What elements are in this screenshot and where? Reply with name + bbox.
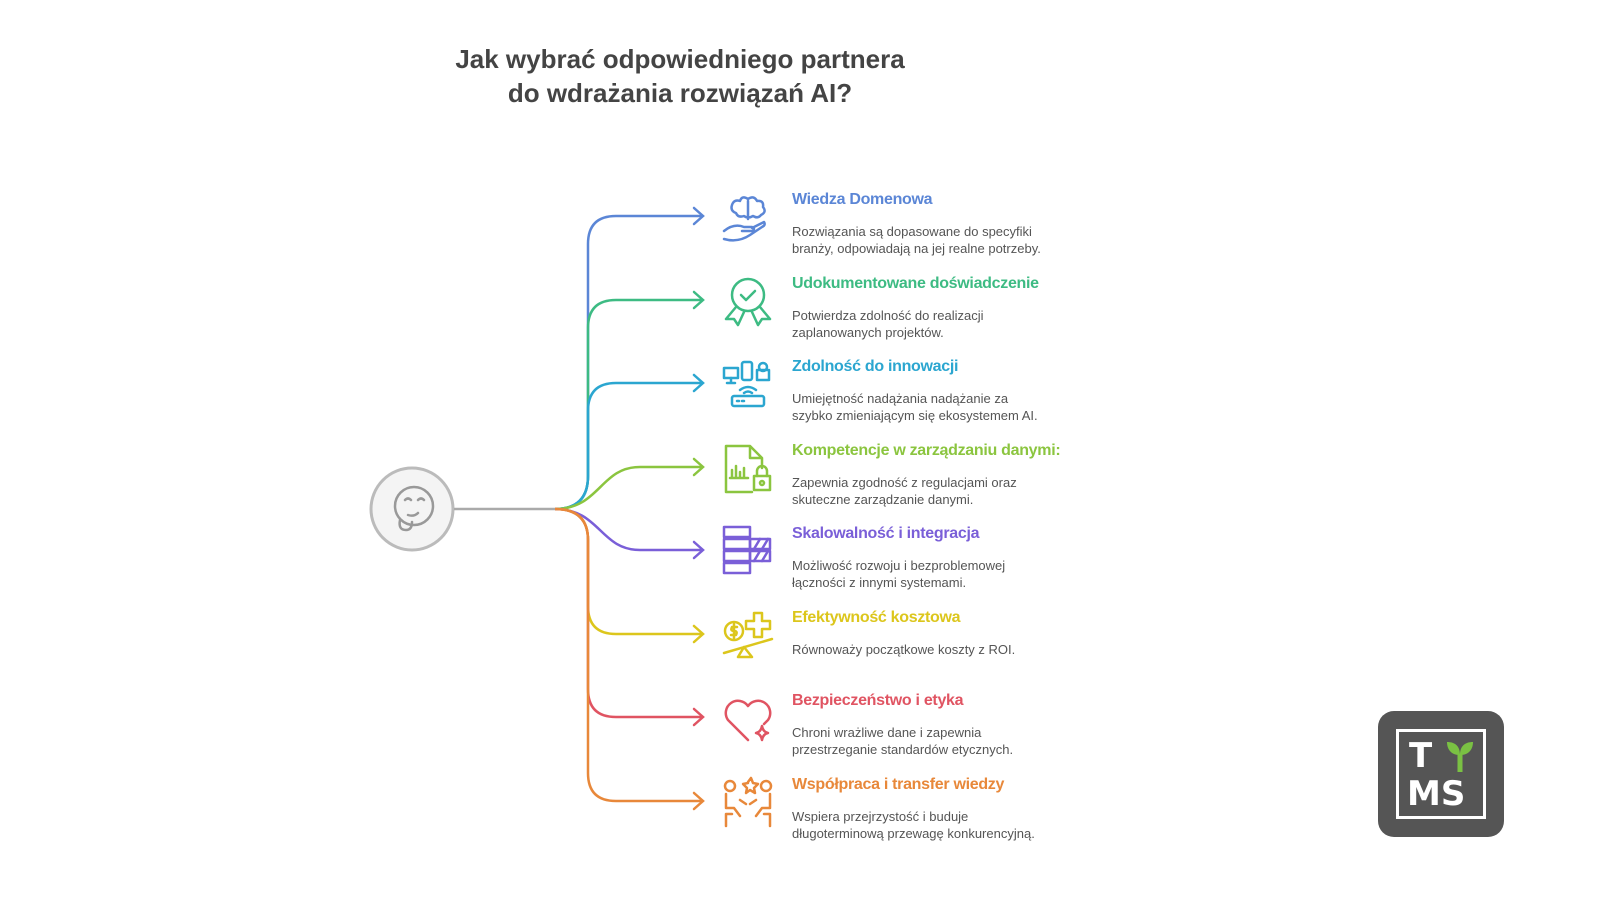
item-description: Rozwiązania są dopasowane do specyfiki br… [792, 223, 1082, 257]
stacked-blocks-icon [722, 525, 772, 575]
item-description-line: szybko zmieniającym się ekosystemem AI. [792, 408, 1038, 423]
item-title: Bezpieczeństwo i etyka [792, 692, 964, 709]
item-title: Efektywność kosztowa [792, 609, 961, 626]
title-line-1: Jak wybrać odpowiedniego partnera [455, 44, 905, 74]
item-description-line: Równoważy początkowe koszty z ROI. [792, 642, 1016, 657]
item-description-line: Chroni wrażliwe dane i zapewnia [792, 725, 982, 740]
branch-line [554, 507, 702, 803]
thinking-face-icon [393, 485, 435, 532]
center-node [369, 466, 455, 552]
item-description: Wspiera przejrzystość i buduje długotermi… [792, 808, 1082, 842]
branch-line [554, 381, 702, 511]
heart-sparkle-icon [724, 699, 772, 742]
logo-letter-t: T [1409, 736, 1433, 776]
item-description-line: Umiejętność nadążania nadążanie za [792, 391, 1009, 406]
item-description: Możliwość rozwoju i bezproblemowej łączno… [792, 557, 1082, 591]
item-title: Wiedza Domenowa [792, 191, 933, 208]
arrowhead [692, 373, 705, 393]
item-title: Współpraca i transfer wiedzy [792, 776, 1005, 793]
item-description-line: Zapewnia zgodność z regulacjami oraz [792, 475, 1017, 490]
arrowhead [692, 457, 705, 477]
branch-line [554, 465, 702, 511]
item-description-line: zaplanowanych projektów. [792, 325, 944, 340]
item-description: Równoważy początkowe koszty z ROI. [792, 641, 1082, 658]
arrowhead [692, 206, 705, 226]
item-description-line: branży, odpowiadają na jej realne potrze… [792, 241, 1041, 256]
branch-line [554, 507, 702, 719]
item-description: Zapewnia zgodność z regulacjami oraz skut… [792, 474, 1082, 508]
award-badge-icon [724, 277, 772, 327]
sprout-icon [1447, 742, 1473, 772]
branch-line [554, 298, 702, 511]
page-title: Jak wybrać odpowiedniego partnera do wdr… [420, 42, 940, 110]
item-description-line: skuteczne zarządzanie danymi. [792, 492, 974, 507]
item-description: Potwierdza zdolność do realizacji zaplano… [792, 307, 1082, 341]
item-description-line: łączności z innymi systemami. [792, 575, 967, 590]
branch-line [554, 214, 702, 511]
item-description-line: długoterminową przewagę konkurencyjną. [792, 826, 1035, 841]
item-description-line: przestrzeganie standardów etycznych. [792, 742, 1014, 757]
arrowhead [692, 791, 705, 811]
item-title: Zdolność do innowacji [792, 358, 959, 375]
arrowhead [692, 707, 705, 727]
item-description: Chroni wrażliwe dane i zapewnia przestrze… [792, 724, 1082, 758]
item-title: Kompetencje w zarządzaniu danymi: [792, 442, 1061, 459]
title-line-2: do wdrażania rozwiązań AI? [507, 78, 853, 108]
item-description-line: Potwierdza zdolność do realizacji [792, 308, 984, 323]
data-lock-icon [724, 444, 772, 494]
arrowhead [692, 290, 705, 310]
logo-letters-ms: MS [1407, 774, 1466, 814]
item-title: Skalowalność i integracja [792, 525, 980, 542]
item-description-line: Rozwiązania są dopasowane do specyfiki [792, 224, 1032, 239]
branch-line [554, 507, 702, 636]
item-description: Umiejętność nadążania nadążanie za szybko… [792, 390, 1082, 424]
arrowhead [692, 624, 705, 644]
item-description-line: Wspiera przejrzystość i buduje [792, 809, 969, 824]
arrowhead [692, 540, 705, 560]
brain-hand-icon [722, 196, 766, 242]
devices-network-icon [722, 360, 771, 408]
item-description-line: Możliwość rozwoju i bezproblemowej [792, 558, 1006, 573]
cost-balance-icon [722, 611, 774, 659]
collaboration-icon [723, 776, 773, 828]
item-title: Udokumentowane doświadczenie [792, 275, 1039, 292]
tms-logo: T MS [1378, 711, 1504, 837]
